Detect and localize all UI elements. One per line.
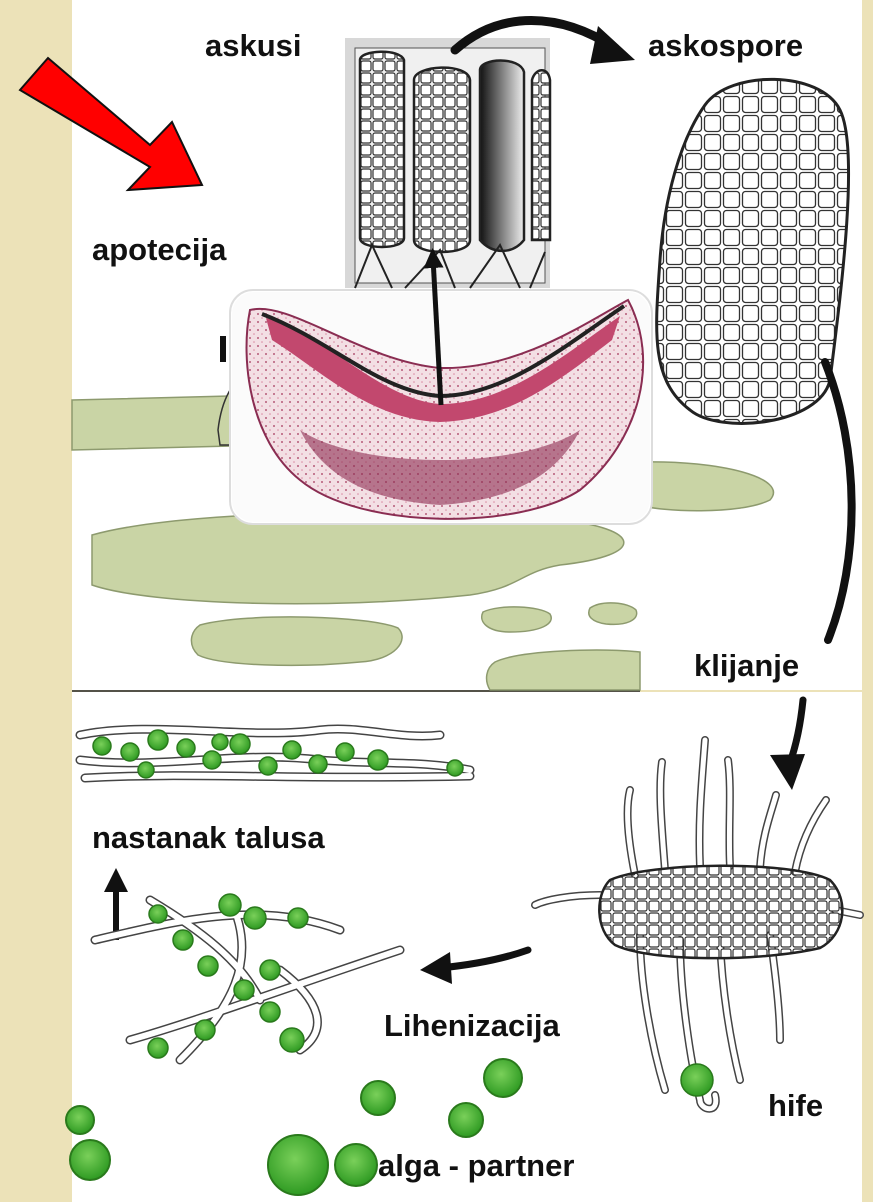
label-askusi: askusi — [205, 30, 302, 61]
label-apotecija: apotecija — [92, 234, 226, 265]
label-askospore: askospore — [648, 30, 803, 61]
label-klijanje: klijanje — [694, 650, 799, 681]
label-nastanak-talusa: nastanak talusa — [92, 822, 325, 853]
apothecium-micrograph — [230, 258, 652, 524]
label-lihenizacija: Lihenizacija — [384, 1010, 560, 1041]
label-hife: hife — [768, 1090, 823, 1121]
asci-illustration — [345, 38, 550, 288]
label-alga-partner: alga - partner — [378, 1150, 574, 1181]
panel-corner-mark — [220, 336, 226, 362]
